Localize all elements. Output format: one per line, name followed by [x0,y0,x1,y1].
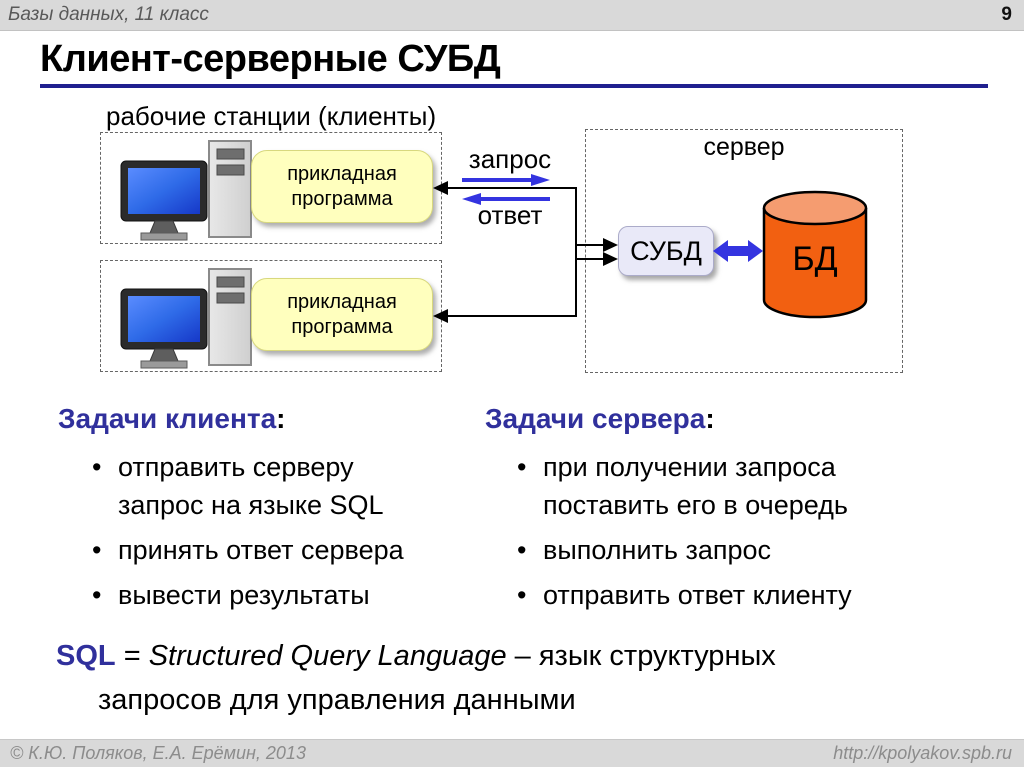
server-tasks-list: •при получении запроса поставить его в о… [517,448,957,621]
sql-term: SQL [56,640,116,672]
client2-line [446,315,577,317]
slide-title: Клиент-серверные СУБД [40,38,501,80]
bullet-icon: • [92,452,102,482]
computer-icon [120,140,252,241]
server-label: сервер [703,133,785,161]
sql-rest-line1: – язык структурных [514,640,776,672]
workstations-label: рабочие станции (клиенты) [106,101,437,131]
client1-arrowhead-icon [433,181,448,195]
client-box-2: прикладная программа [100,260,442,372]
slide-header-bar: Базы данных, 11 класс 9 [0,0,1024,31]
sql-definition-line2: запросов для управления данными [98,684,576,716]
list-item: •отправить серверу запрос на языке SQL [92,448,492,524]
list-item: •выполнить запрос [517,531,957,569]
bullet-icon: • [517,452,527,482]
list-item: •при получении запроса поставить его в о… [517,448,957,524]
client2-arrowhead-icon [433,309,448,323]
bullet-icon: • [517,535,527,565]
sql-definition-line1: SQL = Structured Query Language – язык с… [56,634,776,678]
dbms-branch-line-2 [575,258,604,260]
footer-url[interactable]: http://kpolyakov.spb.ru [833,743,1012,763]
list-item: •принять ответ сервера [92,531,492,569]
client-tasks-heading-text: Задачи клиента [58,403,277,434]
sql-english-name: Structured Query Language [148,640,507,672]
client-tasks-heading: Задачи клиента: [58,403,285,435]
dbms-arrowhead-1-icon [603,238,618,252]
page-number: 9 [1001,4,1012,25]
client-box-1: прикладная программа [100,132,442,244]
client-tasks-heading-colon: : [276,403,286,434]
dbms-box: СУБД [618,226,714,276]
bullet-icon: • [92,580,102,610]
sql-definition: SQL = Structured Query Language – язык с… [56,634,776,722]
list-item: •вывести результаты [92,576,492,614]
response-label: ответ [477,200,543,230]
client1-line [446,187,577,189]
slide-footer-bar: © К.Ю. Поляков, Е.А. Ерёмин, 2013 http:/… [0,739,1024,767]
copyright-text: © К.Ю. Поляков, Е.А. Ерёмин, 2013 [10,743,306,763]
db-label: БД [792,240,838,278]
response-arrow-icon [462,193,550,205]
database-cylinder-icon [762,190,868,319]
request-arrow-icon [462,174,550,186]
list-item: •отправить ответ клиенту [517,576,957,614]
bullet-icon: • [92,535,102,565]
client-tasks-list: •отправить серверу запрос на языке SQL •… [92,448,492,621]
bullet-icon: • [517,580,527,610]
server-tasks-heading: Задачи сервера: [485,403,715,435]
dbms-branch-line-1 [575,244,604,246]
server-tasks-heading-text: Задачи сервера [485,403,706,434]
course-title: Базы данных, 11 класс [8,4,209,25]
app-program-box-1: прикладная программа [251,150,433,223]
server-tasks-heading-colon: : [705,403,715,434]
sql-equals: = [123,640,141,672]
dbms-arrowhead-2-icon [603,252,618,266]
title-underline [40,84,988,88]
app-program-box-2: прикладная программа [251,278,433,351]
dbms-db-double-arrow-icon [713,240,763,262]
computer-icon [120,268,252,369]
request-label: запрос [468,144,552,174]
bus-vertical-line [575,187,577,317]
